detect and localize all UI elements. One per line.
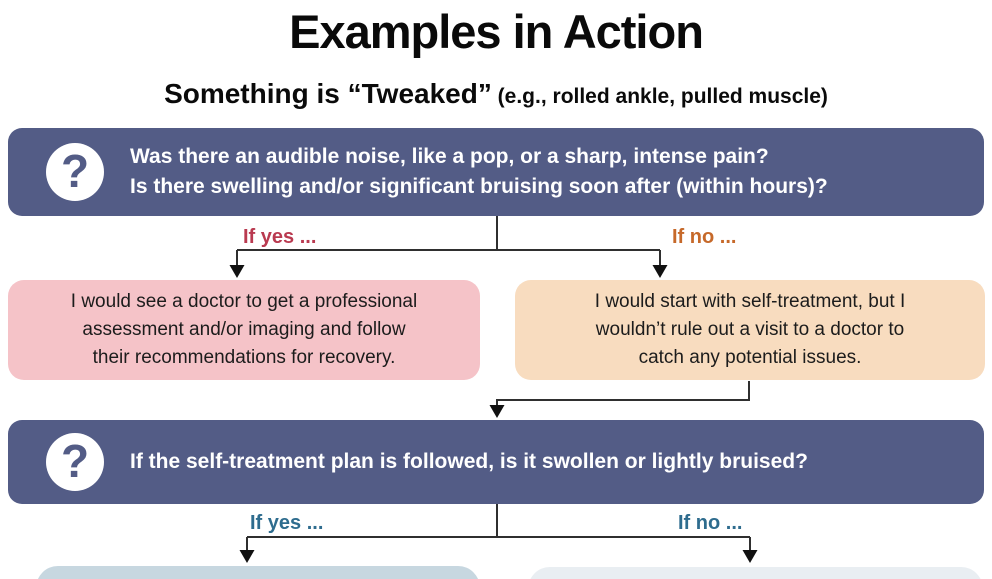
question-mark-icon: ? xyxy=(46,433,104,491)
answer-line: wouldn’t rule out a visit to a doctor to xyxy=(595,319,905,340)
answer-line: assessment and/or imaging and follow xyxy=(82,319,406,340)
question-mark-icon: ? xyxy=(46,143,104,201)
question1-line1: Was there an audible noise, like a pop, … xyxy=(130,145,769,168)
branch2-no-arrowhead xyxy=(742,550,758,563)
branch1-yes-answer-box: I would see a doctor to get a profession… xyxy=(8,280,480,380)
question2-connector-line xyxy=(496,381,750,406)
question1-banner: ? Was there an audible noise, like a pop… xyxy=(8,128,984,216)
question2-line1: If the self-treatment plan is followed, … xyxy=(130,450,808,473)
question2-banner: ? If the self-treatment plan is followed… xyxy=(8,420,984,504)
answer-line: catch any potential issues. xyxy=(638,347,862,368)
answer-line: I would start with self-treatment, but I xyxy=(594,291,906,312)
branch1-no-arrowhead xyxy=(652,265,668,278)
branch2-no-answer-box-partial xyxy=(528,567,983,579)
question-mark-glyph: ? xyxy=(60,145,90,197)
answer-line: I would see a doctor to get a profession… xyxy=(70,291,418,312)
branch1-no-label: If no ... xyxy=(672,226,737,248)
branch1-yes-arrowhead xyxy=(229,265,245,278)
question2-arrowhead xyxy=(489,405,505,418)
question2-text: If the self-treatment plan is followed, … xyxy=(130,447,808,477)
branch1-yes-label: If yes ... xyxy=(243,226,317,248)
scenario-examples: (e.g., rolled ankle, pulled muscle) xyxy=(491,85,828,108)
question1-line2: Is there swelling and/or significant bru… xyxy=(130,175,828,198)
question-mark-glyph: ? xyxy=(60,435,90,487)
scenario-name: Something is “Tweaked” xyxy=(164,78,492,109)
branch2-yes-answer-box-partial xyxy=(36,566,480,579)
question1-text: Was there an audible noise, like a pop, … xyxy=(130,142,828,202)
answer-line: their recommendations for recovery. xyxy=(92,347,396,368)
scenario-subtitle: Something is “Tweaked” (e.g., rolled ank… xyxy=(0,78,992,110)
branch2-yes-arrowhead xyxy=(239,550,255,563)
branch2-yes-label: If yes ... xyxy=(250,512,324,534)
branch2-no-label: If no ... xyxy=(678,512,743,534)
page-title: Examples in Action xyxy=(289,5,704,58)
branch1-no-answer-box: I would start with self-treatment, but I… xyxy=(515,280,985,380)
